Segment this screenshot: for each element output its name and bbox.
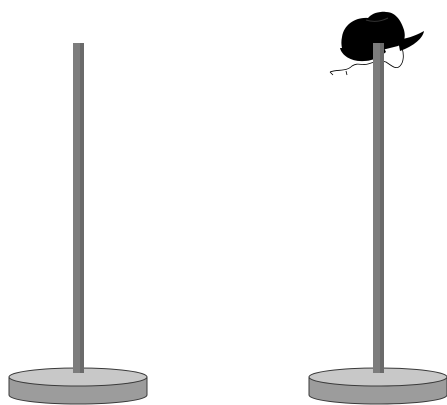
hat-stand-right — [309, 12, 447, 404]
stand-right-base — [309, 368, 447, 404]
stand-left-base — [9, 368, 147, 404]
hat-stand-left — [9, 43, 147, 404]
